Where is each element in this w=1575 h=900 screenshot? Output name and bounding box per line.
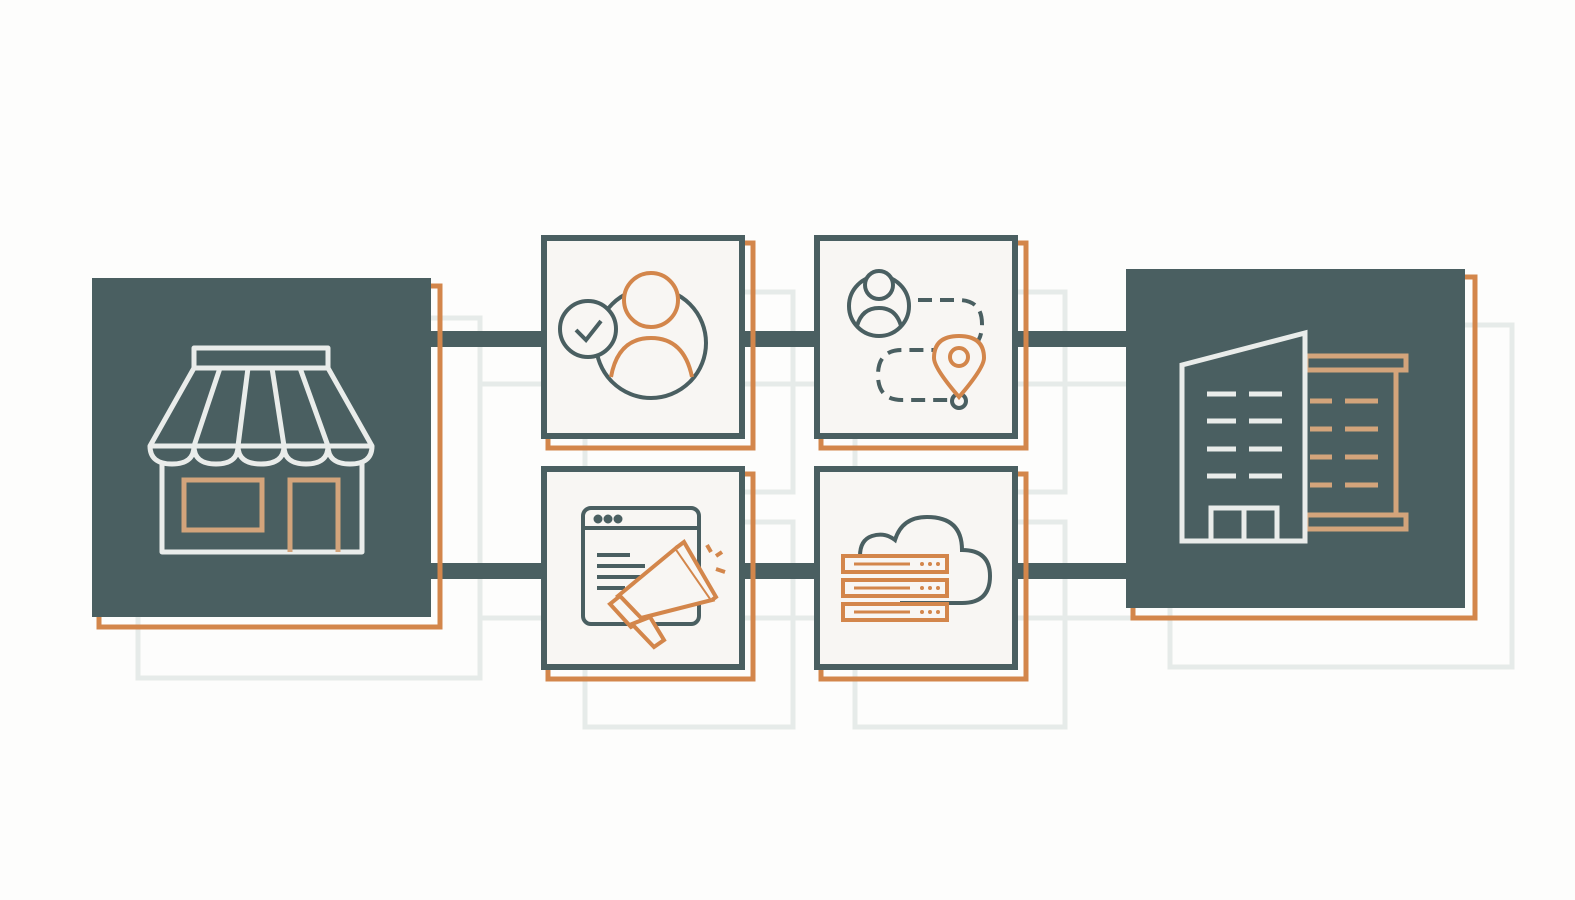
- location-route-icon: [847, 269, 987, 410]
- storefront-icon: [147, 345, 375, 555]
- node-verified-customer: [541, 235, 756, 451]
- node-customer-journey: [814, 235, 1029, 451]
- megaphone-browser-icon: [581, 506, 726, 650]
- office-box: [1126, 269, 1465, 608]
- node-storefront: [92, 278, 443, 630]
- journey-box: [814, 235, 1018, 439]
- node-cloud-servers: [814, 466, 1029, 682]
- cloud-server-icon: [841, 514, 993, 622]
- verified-user-icon: [558, 271, 708, 400]
- storefront-window-door: [181, 477, 341, 552]
- node-digital-marketing: [541, 466, 756, 682]
- node-office-buildings: [1126, 269, 1478, 621]
- office-building-icon: [1179, 329, 1409, 544]
